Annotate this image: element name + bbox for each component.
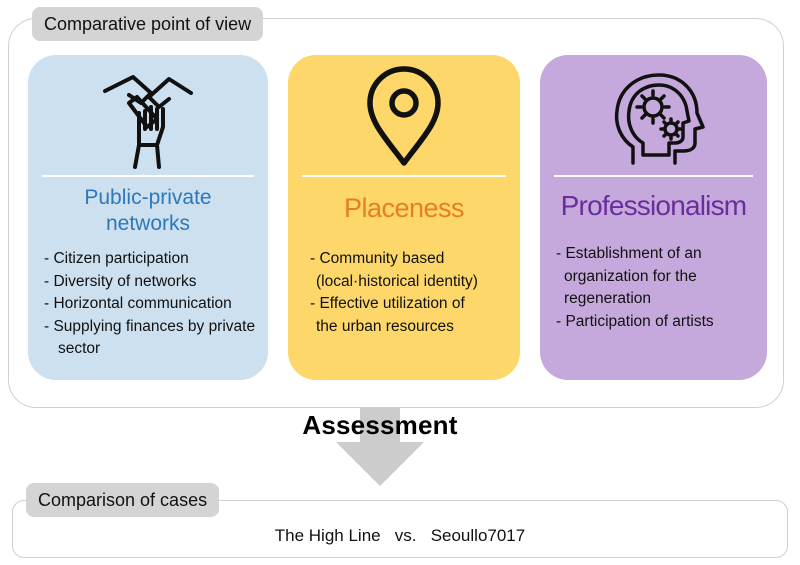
list-item: - Effective utilization of <box>310 295 465 312</box>
list-item: organization for the <box>564 267 697 285</box>
card-list: - Citizen participation - Diversity of n… <box>44 248 283 361</box>
assessment-label: Assessment <box>302 410 458 440</box>
list-item: the urban resources <box>316 317 454 335</box>
head-gears-icon <box>599 63 709 178</box>
card-public-private-networks: Public-private networks - Citizen partic… <box>28 55 268 380</box>
card-placeness: Placeness - Community based (local·histo… <box>288 55 520 380</box>
comparative-view-label: Comparative point of view <box>32 7 264 41</box>
card-divider <box>302 175 506 177</box>
comparative-view-frame <box>8 18 784 408</box>
card-title: Professionalism <box>560 190 747 221</box>
card-divider <box>42 175 254 177</box>
map-pin-icon <box>354 63 454 178</box>
comparison-frame <box>12 500 788 558</box>
list-item: - Establishment of an <box>556 245 702 262</box>
case-a: The High Line <box>274 526 381 545</box>
down-arrow-icon <box>332 408 428 495</box>
card-list: - Establishment of an organization for t… <box>556 243 714 333</box>
list-item: - Participation of artists <box>556 312 714 330</box>
card-title: Public-private networks <box>84 186 212 235</box>
list-item: - Community based <box>310 250 445 267</box>
list-item: - Horizontal communication <box>44 295 232 312</box>
list-item: regeneration <box>564 290 652 307</box>
comparison-cases: The High Line vs. Seoullo7017 <box>0 526 800 546</box>
card-divider <box>554 175 753 177</box>
hands-together-icon <box>93 63 203 178</box>
comparison-label: Comparison of cases <box>26 483 220 517</box>
list-item: - Citizen participation <box>44 250 189 267</box>
case-b: Seoullo7017 <box>430 526 526 545</box>
card-professionalism: Professionalism - Establishment of an or… <box>540 55 767 380</box>
list-item: - Diversity of networks <box>44 272 197 290</box>
versus-separator: vs. <box>394 526 417 545</box>
list-item: (local·historical identity) <box>316 272 478 290</box>
card-title: Placeness <box>343 193 465 223</box>
list-item: - Supplying finances by private sector <box>44 317 256 358</box>
card-list: - Community based (local·historical iden… <box>310 248 478 338</box>
